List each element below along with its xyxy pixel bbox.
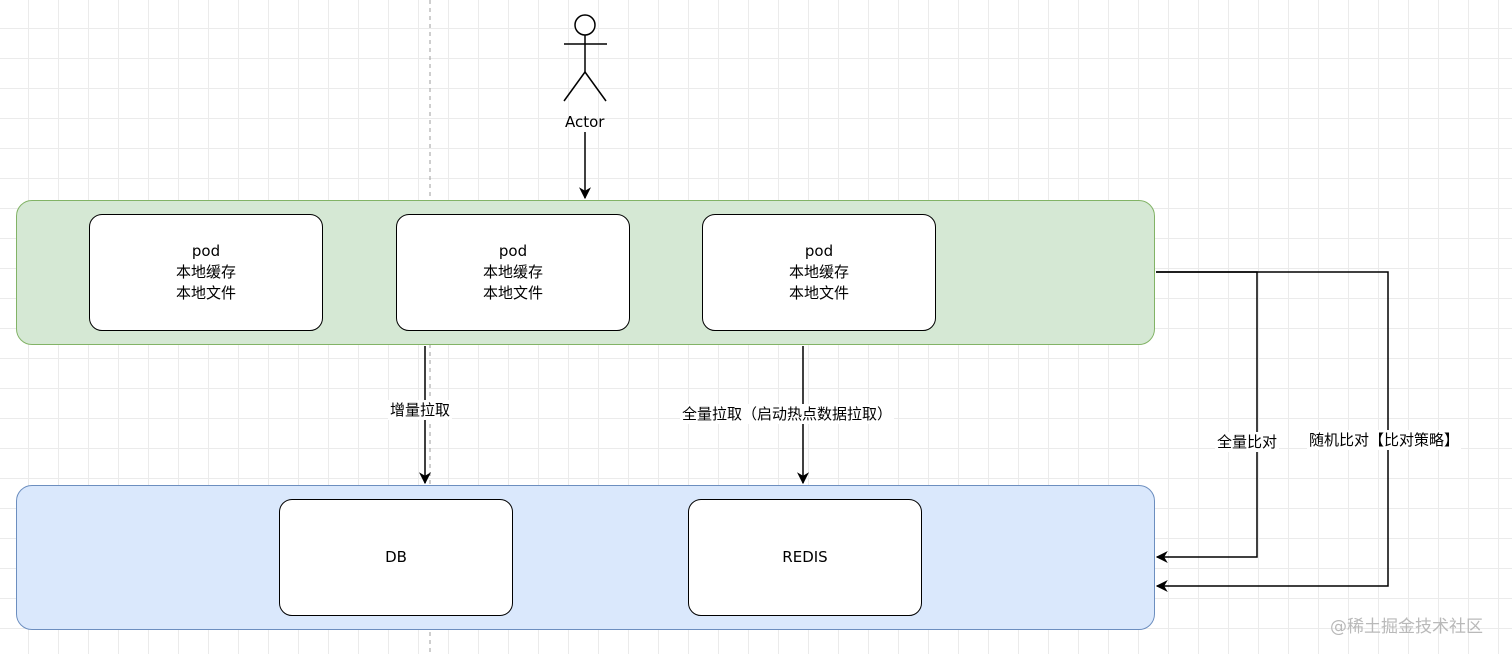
- db-box[interactable]: DB: [279, 499, 513, 616]
- full-compare-arrow: [1155, 271, 1258, 563]
- pod-local-cache: 本地缓存: [788, 263, 849, 281]
- pod-local-cache: 本地缓存: [175, 263, 236, 281]
- actor-label: Actor: [565, 113, 605, 131]
- redis-label: REDIS: [782, 548, 828, 566]
- random-compare-arrow: [1155, 271, 1389, 592]
- redis-box[interactable]: REDIS: [688, 499, 922, 616]
- full-compare-label: 全量比对: [1215, 432, 1280, 452]
- pod-box-2[interactable]: pod 本地缓存 本地文件: [396, 214, 630, 331]
- pod-local-file: 本地文件: [175, 284, 236, 302]
- db-label: DB: [385, 548, 407, 566]
- storage-container[interactable]: [16, 485, 1155, 630]
- pod-local-file: 本地文件: [788, 284, 849, 302]
- pod-title: pod: [498, 242, 528, 260]
- pod-box-1[interactable]: pod 本地缓存 本地文件: [89, 214, 323, 331]
- random-compare-label: 随机比对【比对策略】: [1307, 430, 1462, 450]
- pod-title: pod: [804, 242, 834, 260]
- pod-local-file: 本地文件: [482, 284, 543, 302]
- actor-figure[interactable]: [563, 14, 607, 102]
- full-pull-label: 全量拉取（启动热点数据拉取）: [680, 404, 895, 424]
- pod-local-cache: 本地缓存: [482, 263, 543, 281]
- pod-box-3[interactable]: pod 本地缓存 本地文件: [702, 214, 936, 331]
- incremental-pull-label: 增量拉取: [388, 400, 453, 420]
- watermark-text: @稀土掘金技术社区: [1330, 617, 1483, 637]
- pod-title: pod: [191, 242, 221, 260]
